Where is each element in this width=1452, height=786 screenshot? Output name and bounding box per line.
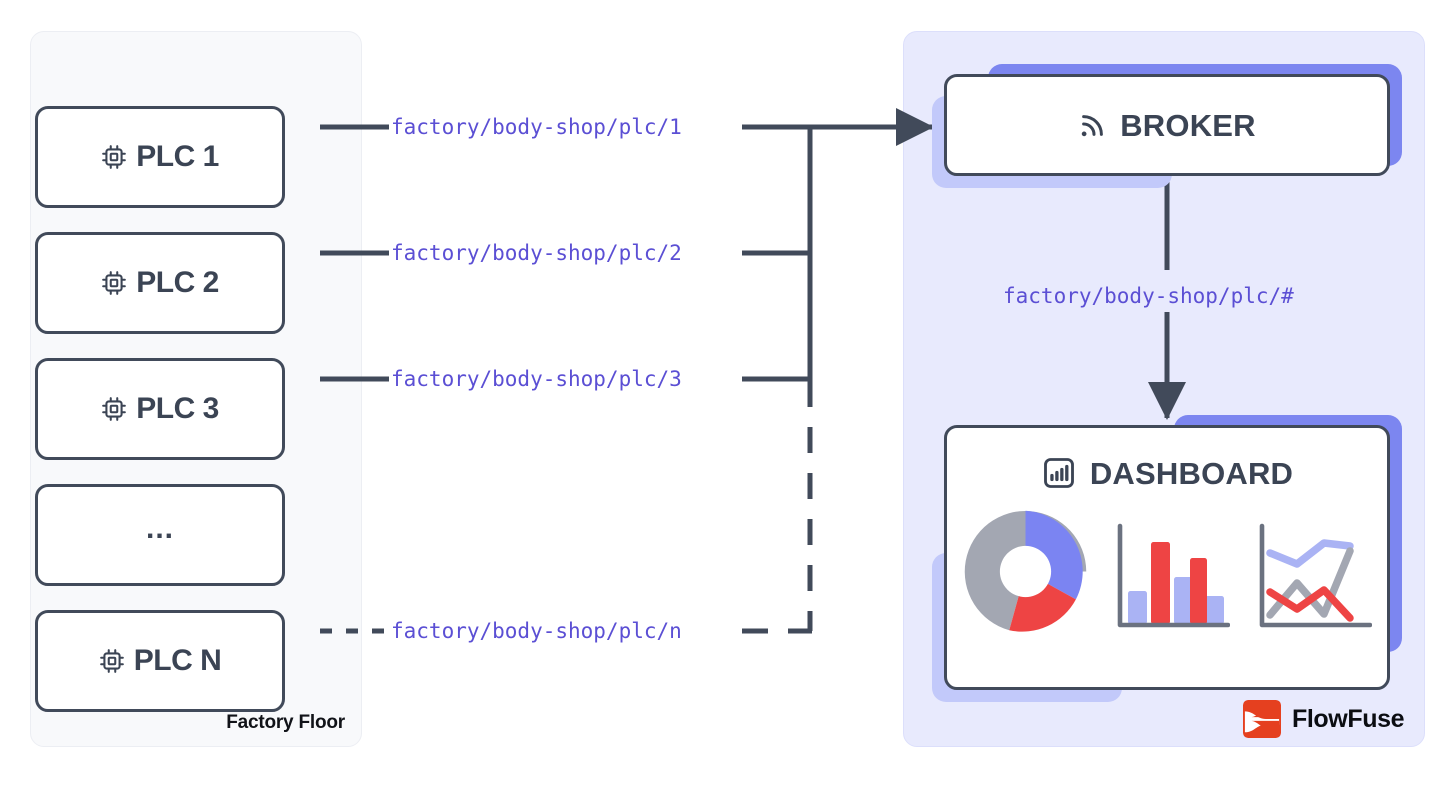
flowfuse-logo-icon: [1243, 700, 1281, 738]
rss-broadcast-icon: [1081, 115, 1104, 137]
flowfuse-brand: FlowFuse: [1243, 700, 1404, 738]
topic-label-plc2: factory/body-shop/plc/2: [391, 241, 682, 265]
dashboard-label: DASHBOARD: [1089, 455, 1294, 491]
plc-node-label: PLC 2: [136, 266, 219, 299]
topic-label-plc3: factory/body-shop/plc/3: [391, 367, 682, 391]
topic-label-plcn: factory/body-shop/plc/n: [391, 619, 682, 643]
plc-node-n[interactable]: PLC N: [35, 610, 285, 712]
plc-node-label: PLC 1: [136, 140, 219, 173]
broker-card-face: BROKER: [944, 74, 1390, 176]
dashboard-header: DASHBOARD: [1041, 455, 1293, 491]
donut-chart: [964, 510, 1086, 632]
line-series-blue: [1265, 539, 1354, 568]
broker-node[interactable]: BROKER: [932, 64, 1402, 188]
cpu-icon: [102, 145, 127, 169]
bar-chart-square-icon: [1043, 458, 1074, 488]
plc-node-2[interactable]: PLC 2: [35, 232, 285, 334]
plc-node-ellipsis: ...: [35, 484, 285, 586]
dashboard-card-face: DASHBOARD: [944, 425, 1390, 690]
line-chart: [1259, 523, 1372, 628]
bar-chart: [1117, 523, 1230, 628]
dashboard-charts: [963, 509, 1372, 634]
dashboard-node[interactable]: DASHBOARD: [932, 415, 1402, 702]
topic-label-subscribe: factory/body-shop/plc/#: [1003, 284, 1294, 308]
cpu-icon: [102, 271, 127, 295]
topic-label-plc1: factory/body-shop/plc/1: [391, 115, 682, 139]
flowfuse-wordmark: FlowFuse: [1292, 704, 1405, 733]
plc-node-3[interactable]: PLC 3: [35, 358, 285, 460]
cpu-icon: [102, 397, 127, 421]
line-series-red: [1265, 586, 1354, 622]
ellipsis-label: ...: [145, 512, 174, 545]
broker-label: BROKER: [1120, 107, 1256, 143]
plc-node-label: PLC 3: [136, 392, 219, 425]
plc-node-1[interactable]: PLC 1: [35, 106, 285, 208]
factory-floor-label: Factory Floor: [226, 712, 345, 733]
plc-node-label: PLC N: [133, 644, 222, 677]
cpu-icon: [99, 649, 124, 673]
